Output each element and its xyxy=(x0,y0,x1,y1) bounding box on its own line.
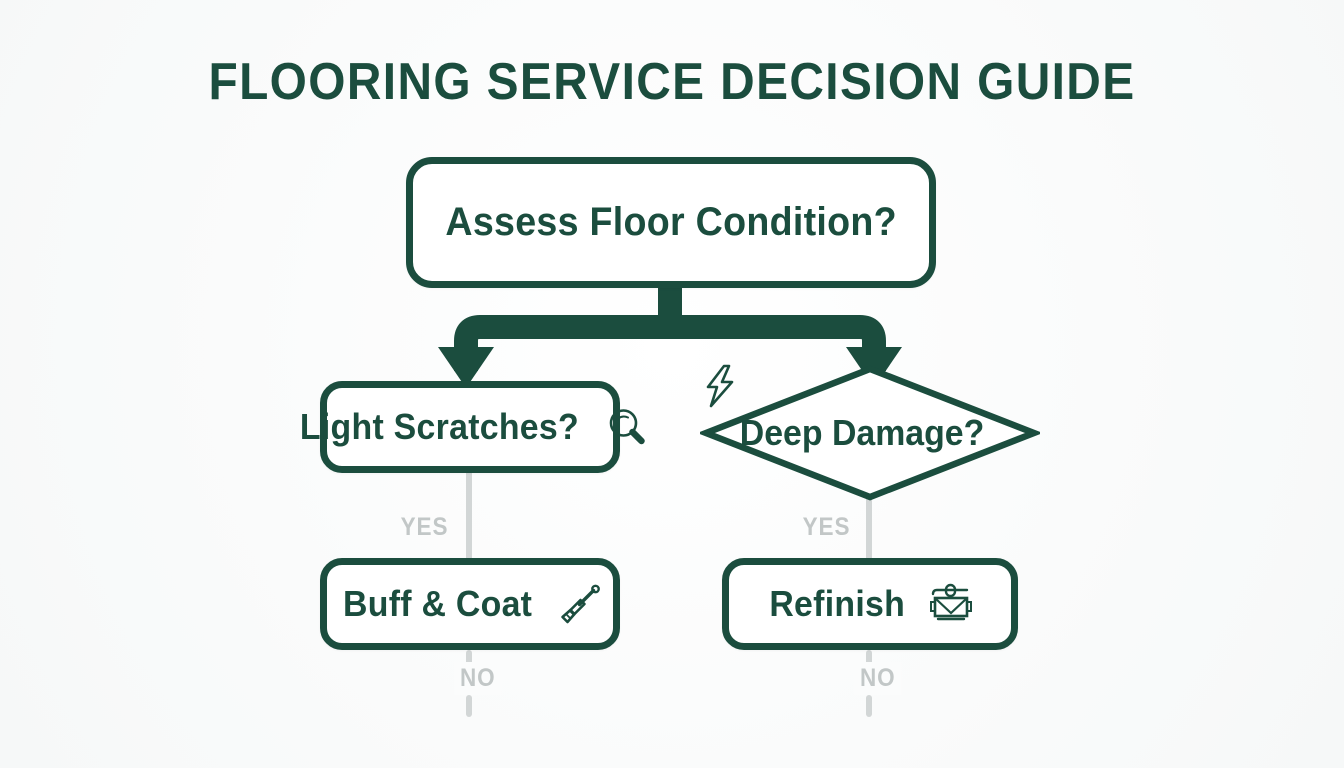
node-light-label: Light Scratches? xyxy=(299,406,579,447)
node-deep-label: Deep Damage? xyxy=(739,412,985,453)
edge-label-left-yes: YES xyxy=(400,513,449,541)
node-buff-and-coat[interactable]: Buff & Coat xyxy=(320,558,620,650)
edge-buff-no-lower xyxy=(466,695,472,717)
node-deep-damage[interactable]: Deep Damage? xyxy=(700,363,1040,503)
page-title: FLOORING SERVICE DECISION GUIDE xyxy=(208,53,1136,111)
floor-sander-icon xyxy=(927,582,975,626)
edge-label-right-no: NO xyxy=(854,662,901,695)
edge-label-right-yes: YES xyxy=(802,513,851,541)
paintbrush-icon xyxy=(557,581,603,627)
node-refinish-label: Refinish xyxy=(769,583,905,624)
node-refinish[interactable]: Refinish xyxy=(722,558,1018,650)
edge-label-left-no: NO xyxy=(454,662,501,695)
node-light-scratches[interactable]: Light Scratches? xyxy=(299,381,646,473)
magnifier-icon xyxy=(605,405,649,449)
node-assess-floor-condition[interactable]: Assess Floor Condition? xyxy=(406,157,936,288)
node-buff-label: Buff & Coat xyxy=(343,583,533,624)
node-assess-label: Assess Floor Condition? xyxy=(445,200,897,244)
edge-refinish-no-lower xyxy=(866,695,872,717)
edge-light-to-buff xyxy=(466,470,472,566)
